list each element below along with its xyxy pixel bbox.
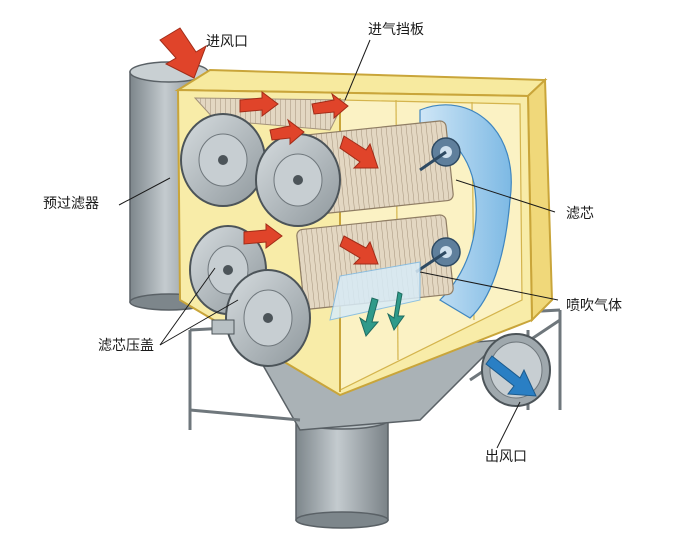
cartridge-cap-top-right xyxy=(255,133,341,227)
label-inlet: 进风口 xyxy=(206,34,248,50)
bottom-discharge-pipe xyxy=(295,410,389,529)
cartridge-cap-top-left xyxy=(180,113,266,207)
cartridge-cap-bottom-right xyxy=(211,269,311,367)
leader-lines xyxy=(118,39,559,449)
pulse-valve-lower xyxy=(415,237,461,274)
label-cartridge-cap: 滤芯压盖 xyxy=(98,338,154,354)
label-pulse-gas: 喷吹气体 xyxy=(566,298,622,314)
pulse-gas-jet xyxy=(329,261,421,321)
label-prefilter: 预过滤器 xyxy=(43,196,99,212)
label-inlet-baffle: 进气挡板 xyxy=(368,22,424,38)
label-outlet: 出风口 xyxy=(485,449,527,465)
clean-air-plenum xyxy=(419,104,512,319)
label-filter-cartridge: 滤芯 xyxy=(566,206,594,222)
pulse-valve-upper xyxy=(419,137,461,172)
inlet-baffle xyxy=(193,97,346,131)
outlet-duct xyxy=(481,333,551,407)
pulse-gas-arrows xyxy=(359,291,405,337)
inlet-airflow-arrows xyxy=(159,27,379,265)
